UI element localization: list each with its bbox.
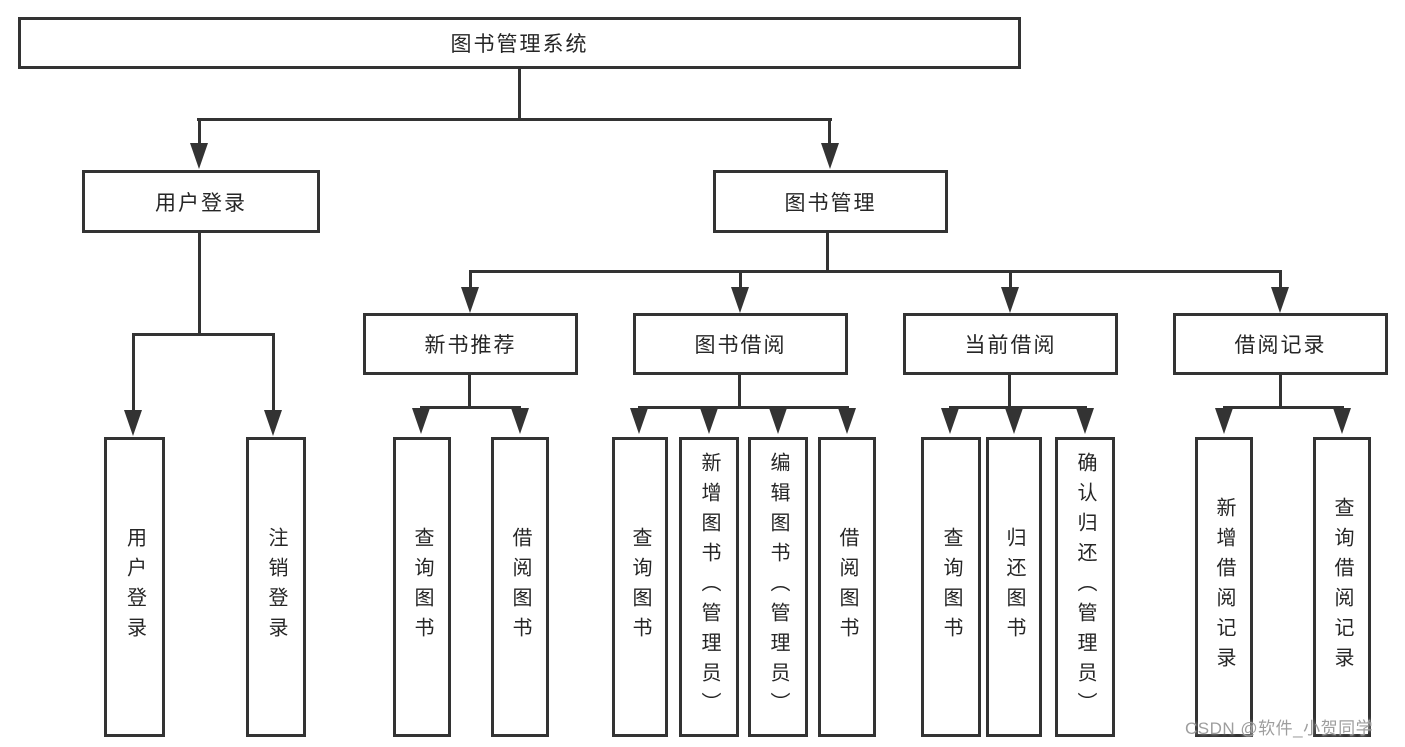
connector-newrec-bar — [420, 406, 521, 409]
node-label: 新增图书（管理员） — [698, 452, 720, 722]
arrow-down-icon — [1076, 408, 1094, 434]
node-label: 图书管理 — [784, 191, 877, 215]
arrow-down-icon — [264, 410, 282, 436]
arrow-down-icon — [1333, 408, 1351, 434]
connector-stem — [198, 120, 201, 144]
connector-curborrow-drop — [1008, 375, 1011, 408]
node-label: 确认归还（管理员） — [1074, 452, 1096, 722]
arrow-down-icon — [630, 408, 648, 434]
arrow-down-icon — [1271, 287, 1289, 313]
arrow-down-icon — [838, 408, 856, 434]
node-label: 查询借阅记录 — [1331, 497, 1353, 677]
arrow-down-icon — [1215, 408, 1233, 434]
connector-bookmgmt-bar — [469, 270, 1282, 273]
node-current-borrowing: 当前借阅 — [903, 313, 1118, 375]
node-book-management: 图书管理 — [713, 170, 948, 233]
node-label: 查询图书 — [411, 527, 433, 647]
arrow-down-icon — [700, 408, 718, 434]
node-label: 归还图书 — [1003, 527, 1025, 647]
node-leaf-query-books-newrec: 查询图书 — [393, 437, 451, 737]
node-borrowing-records: 借阅记录 — [1173, 313, 1388, 375]
node-label: 借阅记录 — [1234, 334, 1327, 357]
node-label: 查询图书 — [629, 527, 651, 647]
arrow-down-icon — [511, 408, 529, 434]
node-label: 用户登录 — [123, 527, 146, 647]
node-leaf-add-borrow-record: 新增借阅记录 — [1195, 437, 1253, 737]
connector-stem — [469, 272, 472, 289]
connector-stem — [272, 335, 275, 411]
connector-userlogin-bar — [132, 333, 275, 336]
connector-stem — [132, 335, 135, 411]
connector-bookborrow-drop — [738, 375, 741, 408]
node-book-borrowing: 图书借阅 — [633, 313, 848, 375]
node-label: 用户登录 — [155, 191, 247, 215]
node-leaf-query-borrow-record: 查询借阅记录 — [1313, 437, 1371, 737]
connector-newrec-drop — [468, 375, 471, 408]
node-label: 图书借阅 — [694, 334, 787, 357]
connector-root-drop — [518, 67, 521, 119]
connector-userlogin-drop — [198, 233, 201, 335]
connector-records-drop — [1279, 375, 1282, 408]
node-label: 编辑图书（管理员） — [767, 452, 789, 722]
node-label: 借阅图书 — [836, 527, 858, 647]
connector-bookmgmt-drop — [826, 233, 829, 272]
arrow-down-icon — [412, 408, 430, 434]
connector-records-bar — [1223, 406, 1344, 409]
node-label: 当前借阅 — [964, 334, 1057, 357]
arrow-down-icon — [821, 143, 839, 169]
node-new-book-recommend: 新书推荐 — [363, 313, 578, 375]
connector-stem — [1279, 272, 1282, 289]
connector-stem — [1009, 272, 1012, 289]
node-leaf-logout: 注销登录 — [246, 437, 306, 737]
arrow-down-icon — [1005, 408, 1023, 434]
csdn-watermark: CSDN @软件_小贺同学 — [1185, 719, 1374, 738]
node-leaf-borrow-books-newrec: 借阅图书 — [491, 437, 549, 737]
connector-curborrow-bar — [949, 406, 1087, 409]
node-leaf-query-books-borrow: 查询图书 — [612, 437, 668, 737]
node-leaf-edit-books-admin: 编辑图书（管理员） — [748, 437, 808, 737]
connector-root-bar — [197, 118, 832, 121]
node-label: 新增借阅记录 — [1213, 497, 1235, 677]
arrow-down-icon — [941, 408, 959, 434]
arrow-down-icon — [1001, 287, 1019, 313]
node-label: 注销登录 — [265, 527, 287, 647]
connector-bookborrow-bar — [638, 406, 849, 409]
node-label: 新书推荐 — [424, 334, 517, 357]
node-leaf-confirm-return-admin: 确认归还（管理员） — [1055, 437, 1115, 737]
arrow-down-icon — [769, 408, 787, 434]
connector-stem — [739, 272, 742, 289]
node-label: 图书管理系统 — [450, 33, 589, 56]
arrow-down-icon — [461, 287, 479, 313]
arrow-down-icon — [124, 410, 142, 436]
arrow-down-icon — [731, 287, 749, 313]
node-book-management-system: 图书管理系统 — [18, 17, 1021, 69]
node-user-login: 用户登录 — [82, 170, 320, 233]
node-leaf-user-login: 用户登录 — [104, 437, 165, 737]
node-label: 借阅图书 — [509, 527, 531, 647]
node-leaf-query-books-current: 查询图书 — [921, 437, 981, 737]
node-leaf-return-books: 归还图书 — [986, 437, 1042, 737]
connector-stem — [828, 120, 831, 144]
node-leaf-borrow-books: 借阅图书 — [818, 437, 876, 737]
node-label: 查询图书 — [940, 527, 962, 647]
node-leaf-add-books-admin: 新增图书（管理员） — [679, 437, 739, 737]
arrow-down-icon — [190, 143, 208, 169]
